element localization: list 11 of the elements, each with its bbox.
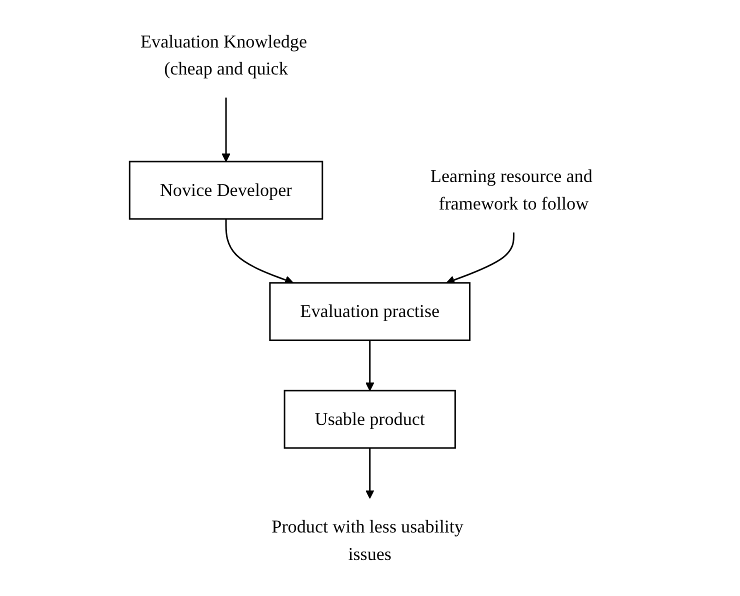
arrow bbox=[446, 232, 515, 284]
node-text: Evaluation Knowledge (cheap and quick bbox=[140, 31, 308, 79]
arrow bbox=[366, 448, 374, 499]
node-text: Learning resource and framework to follow bbox=[430, 166, 593, 214]
arrow bbox=[225, 218, 294, 284]
node-box: Novice Developer bbox=[129, 160, 324, 220]
arrow bbox=[366, 340, 374, 392]
node-box: Usable product bbox=[284, 390, 456, 449]
node-text: Product with less usability issues bbox=[272, 516, 464, 564]
arrow bbox=[222, 98, 231, 162]
node-box: Evaluation practise bbox=[269, 282, 471, 342]
